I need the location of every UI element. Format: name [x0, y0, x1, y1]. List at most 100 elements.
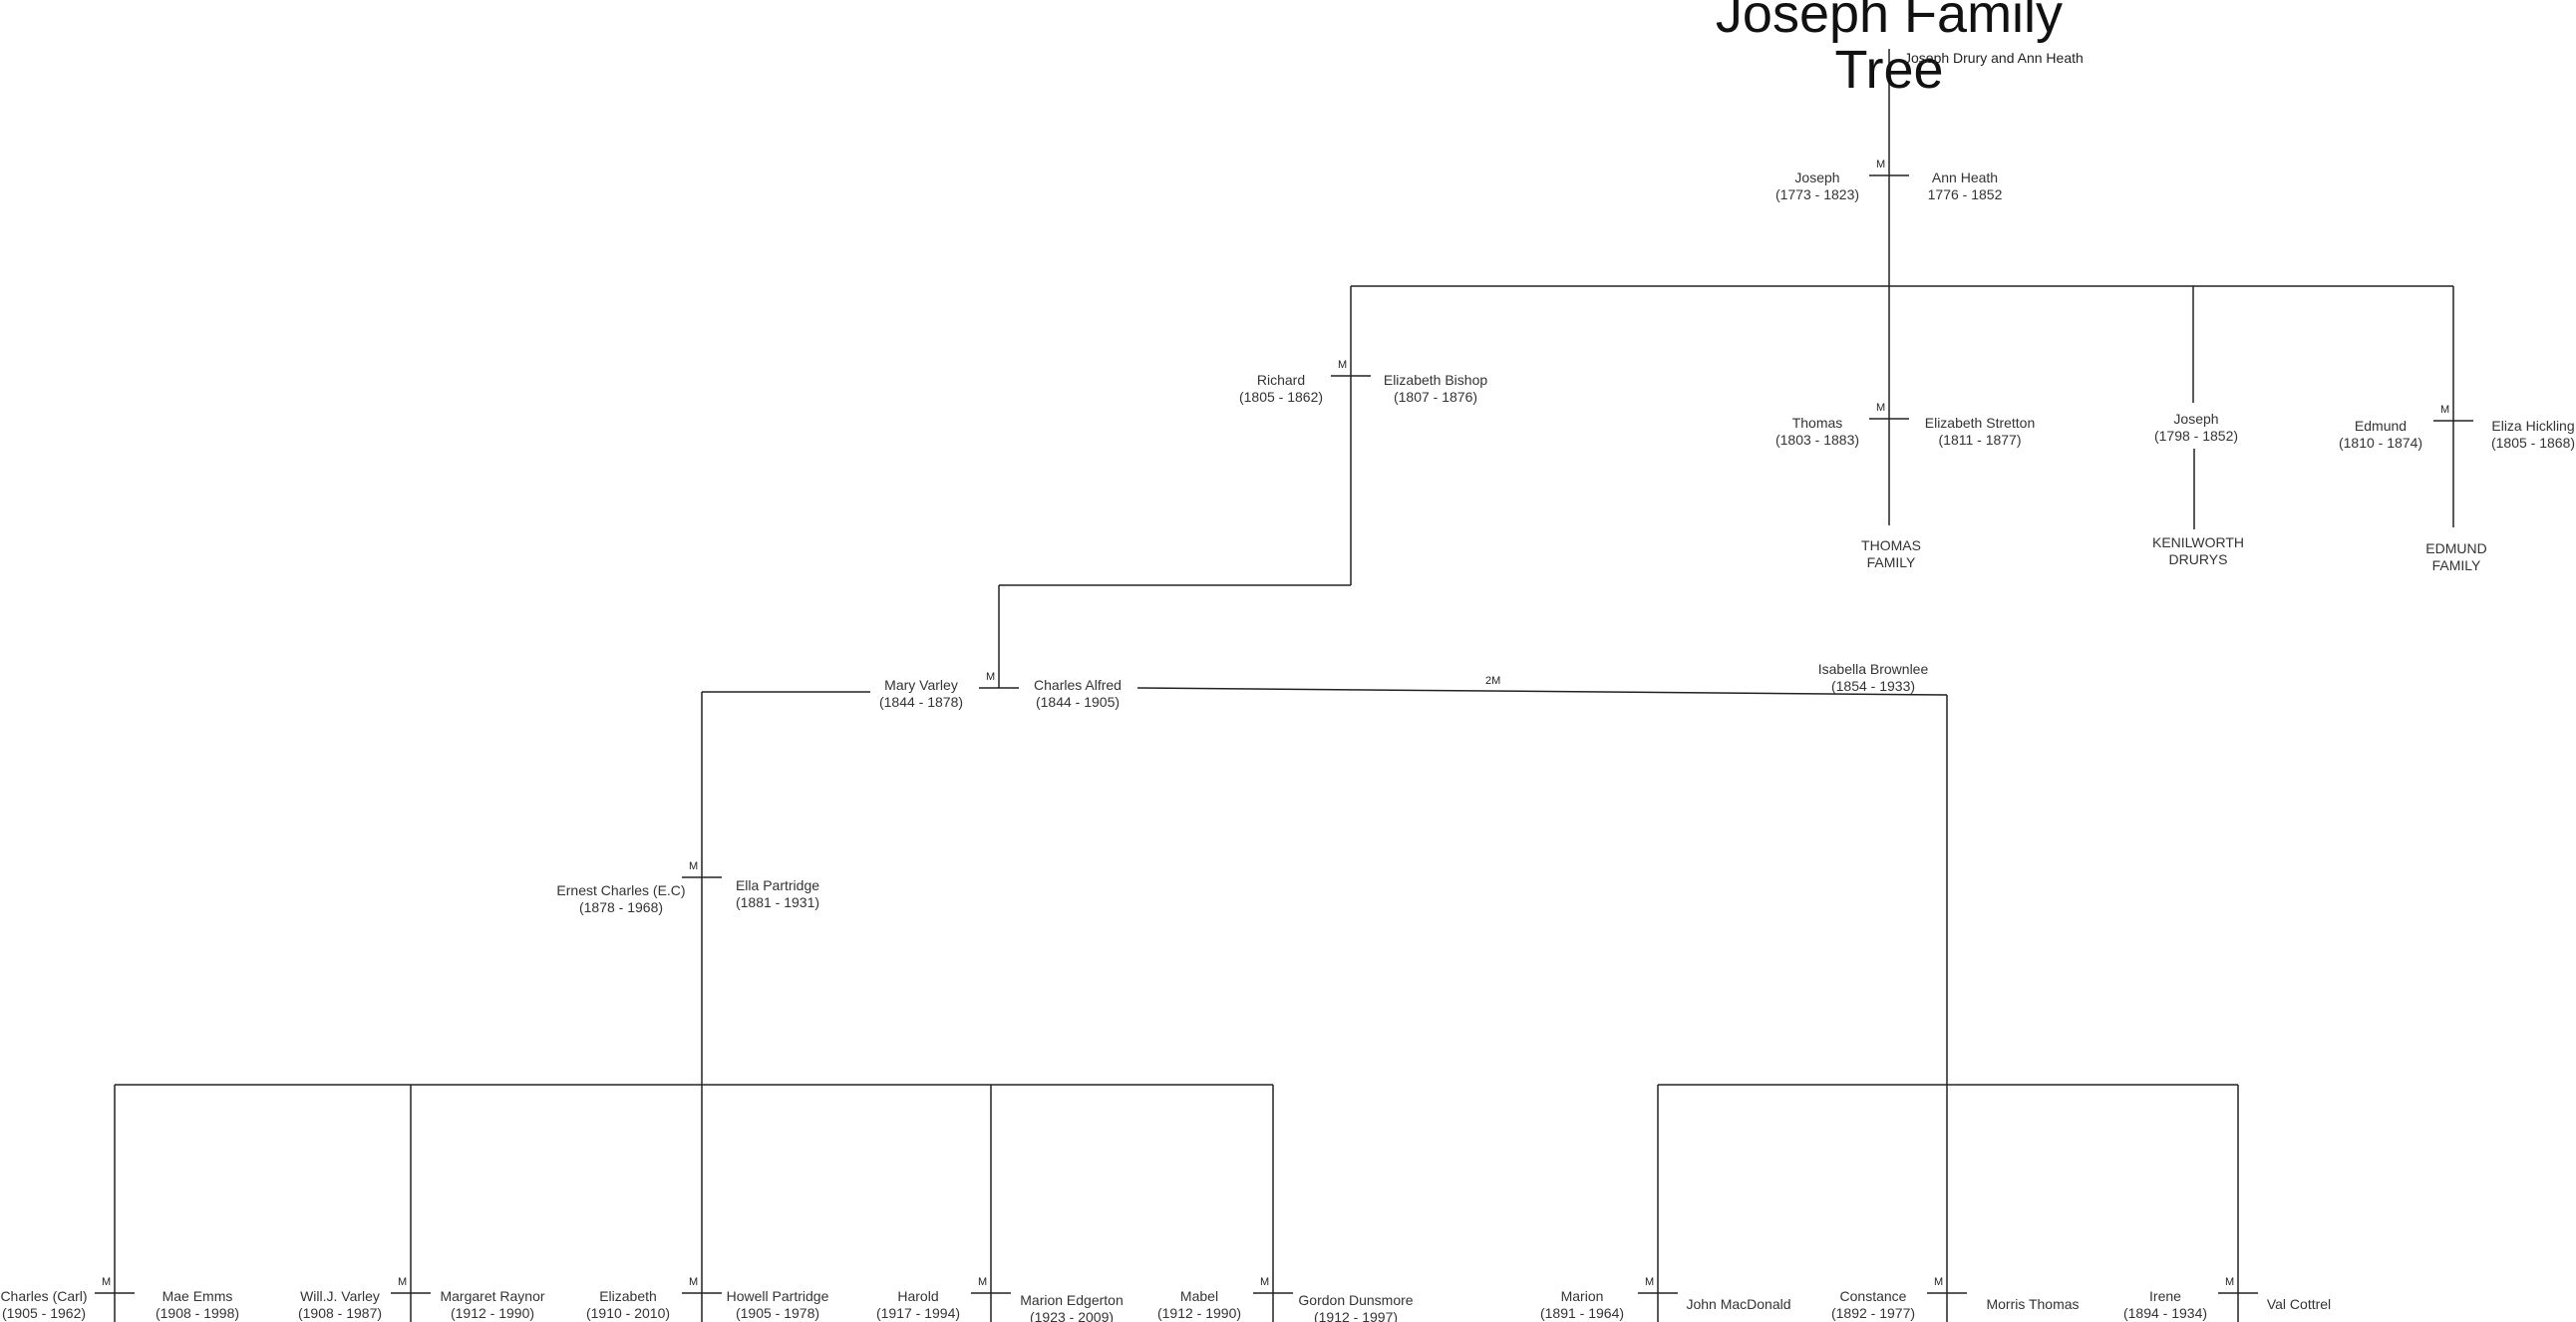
- person-name: EDMUND: [2425, 540, 2487, 556]
- marriage-label: M: [102, 1276, 112, 1288]
- person-node[interactable]: Harold(1917 - 1994): [876, 1288, 960, 1322]
- marriage-label: M: [398, 1276, 408, 1288]
- person-node[interactable]: Constance(1892 - 1977): [1831, 1288, 1915, 1322]
- person-dates: (1908 - 1987): [297, 1305, 383, 1321]
- person-node[interactable]: Richard(1805 - 1862): [1239, 372, 1323, 406]
- person-dates: (1807 - 1876): [1393, 389, 1478, 405]
- person-name: Edmund: [2354, 418, 2408, 434]
- person-name: Margaret Raynor: [440, 1288, 545, 1304]
- person-dates: (1803 - 1883): [1774, 432, 1860, 448]
- person-name: Marion Edgerton: [1020, 1292, 1124, 1308]
- person-name: Ella Partridge: [735, 877, 820, 893]
- person-node[interactable]: Ella Partridge(1881 - 1931): [736, 877, 819, 911]
- person-node[interactable]: Eliza Hickling(1805 - 1868): [2491, 418, 2575, 452]
- person-node[interactable]: Mabel(1912 - 1990): [1157, 1288, 1241, 1322]
- connector-line: [1136, 687, 1948, 696]
- person-node[interactable]: Marion Edgerton(1923 - 2009): [1020, 1292, 1124, 1322]
- person-dates: (1912 - 1990): [450, 1305, 535, 1321]
- marriage-label: M: [1876, 159, 1886, 170]
- person-dates: (1908 - 1998): [155, 1305, 240, 1321]
- marriage-label: M: [2440, 404, 2450, 416]
- marriage-label: M: [1260, 1276, 1270, 1288]
- person-node[interactable]: Howell Partridge(1905 - 1978): [727, 1288, 829, 1322]
- person-node[interactable]: Joseph(1798 - 1852): [2154, 411, 2238, 445]
- person-node[interactable]: Morris Thomas: [1986, 1296, 2079, 1313]
- title-line-1: Joseph Family: [1715, 0, 2064, 44]
- person-dates: (1923 - 2009): [1029, 1309, 1115, 1322]
- person-name: Will.J. Varley: [300, 1288, 380, 1304]
- person-node[interactable]: Marion(1891 - 1964): [1540, 1288, 1624, 1322]
- person-node[interactable]: Elizabeth(1910 - 2010): [586, 1288, 670, 1322]
- person-name: Eliza Hickling: [2491, 418, 2575, 434]
- person-name: Charles Alfred: [1034, 677, 1122, 693]
- person-dates: (1894 - 1934): [2122, 1305, 2208, 1321]
- person-node[interactable]: Val Cottrel: [2267, 1296, 2331, 1313]
- marriage-label: M: [2225, 1276, 2235, 1288]
- marriage-label: M: [689, 860, 699, 872]
- person-dates: (1844 - 1878): [878, 694, 964, 710]
- person-dates: (1854 - 1933): [1830, 678, 1916, 694]
- person-node[interactable]: Mary Varley(1844 - 1878): [879, 677, 963, 711]
- person-dates: (1912 - 1990): [1156, 1305, 1242, 1321]
- person-name: Val Cottrel: [2266, 1296, 2332, 1312]
- person-dates: FAMILY: [2431, 557, 2481, 573]
- person-name: John MacDonald: [1686, 1296, 1791, 1312]
- subtitle: Joseph Drury and Ann Heath: [1904, 50, 2084, 66]
- person-name: Mae Emms: [161, 1288, 233, 1304]
- person-node[interactable]: Will.J. Varley(1908 - 1987): [298, 1288, 382, 1322]
- person-name: Irene: [2149, 1288, 2181, 1304]
- page-title: Joseph Family Tree: [1716, 0, 2063, 98]
- person-dates: (1773 - 1823): [1774, 186, 1860, 202]
- person-node[interactable]: Irene(1894 - 1934): [2123, 1288, 2207, 1322]
- person-node[interactable]: Elizabeth Stretton(1811 - 1877): [1925, 415, 2036, 449]
- person-node[interactable]: Charles (Carl)(1905 - 1962): [0, 1288, 87, 1322]
- person-name: THOMAS: [1861, 537, 1921, 553]
- person-dates: FAMILY: [1866, 554, 1916, 570]
- person-node[interactable]: Mae Emms(1908 - 1998): [156, 1288, 239, 1322]
- person-name: Mabel: [1179, 1288, 1219, 1304]
- person-name: Constance: [1839, 1288, 1907, 1304]
- person-node[interactable]: Charles Alfred(1844 - 1905): [1034, 677, 1122, 711]
- marriage-label: M: [1645, 1276, 1655, 1288]
- person-dates: (1878 - 1968): [578, 899, 664, 915]
- marriage-label: M: [986, 671, 996, 683]
- person-dates: (1811 - 1877): [1938, 432, 2022, 448]
- person-node[interactable]: Ernest Charles (E.C)(1878 - 1968): [556, 882, 685, 916]
- person-name: Isabella Brownlee: [1817, 661, 1929, 677]
- person-name: Elizabeth Stretton: [1924, 415, 2036, 431]
- marriage-label: M: [1934, 1276, 1944, 1288]
- person-dates: (1905 - 1962): [1, 1305, 87, 1321]
- person-name: Marion: [1560, 1288, 1604, 1304]
- person-dates: (1892 - 1977): [1830, 1305, 1916, 1321]
- person-name: Richard: [1256, 372, 1306, 388]
- person-node[interactable]: Joseph(1773 - 1823): [1775, 169, 1859, 203]
- person-dates: (1912 - 1997): [1313, 1309, 1399, 1322]
- marriage-label: M: [689, 1276, 699, 1288]
- person-name: Charles (Carl): [0, 1288, 88, 1304]
- person-dates: (1844 - 1905): [1035, 694, 1121, 710]
- title-line-2: Tree: [1834, 40, 1944, 100]
- person-name: Morris Thomas: [1986, 1296, 2080, 1312]
- person-node[interactable]: Elizabeth Bishop(1807 - 1876): [1384, 372, 1487, 406]
- person-node[interactable]: Edmund(1810 - 1874): [2339, 418, 2422, 452]
- person-name: Elizabeth: [599, 1288, 657, 1304]
- marriage-label: M: [978, 1276, 988, 1288]
- person-node[interactable]: Margaret Raynor(1912 - 1990): [440, 1288, 544, 1322]
- person-node[interactable]: Gordon Dunsmore(1912 - 1997): [1298, 1292, 1413, 1322]
- person-node[interactable]: Isabella Brownlee(1854 - 1933): [1818, 661, 1929, 695]
- person-name: Joseph: [1794, 169, 1840, 185]
- person-name: Ann Heath: [1931, 169, 1999, 185]
- person-node[interactable]: Thomas(1803 - 1883): [1775, 415, 1859, 449]
- person-name: Harold: [897, 1288, 939, 1304]
- person-dates: (1805 - 1868): [2490, 435, 2576, 451]
- person-name: KENILWORTH: [2151, 534, 2245, 550]
- person-name: Joseph: [2173, 411, 2219, 427]
- person-node[interactable]: John MacDonald: [1686, 1296, 1790, 1313]
- person-dates: 1776 - 1852: [1927, 186, 2003, 202]
- marriage-label: M: [1338, 359, 1348, 371]
